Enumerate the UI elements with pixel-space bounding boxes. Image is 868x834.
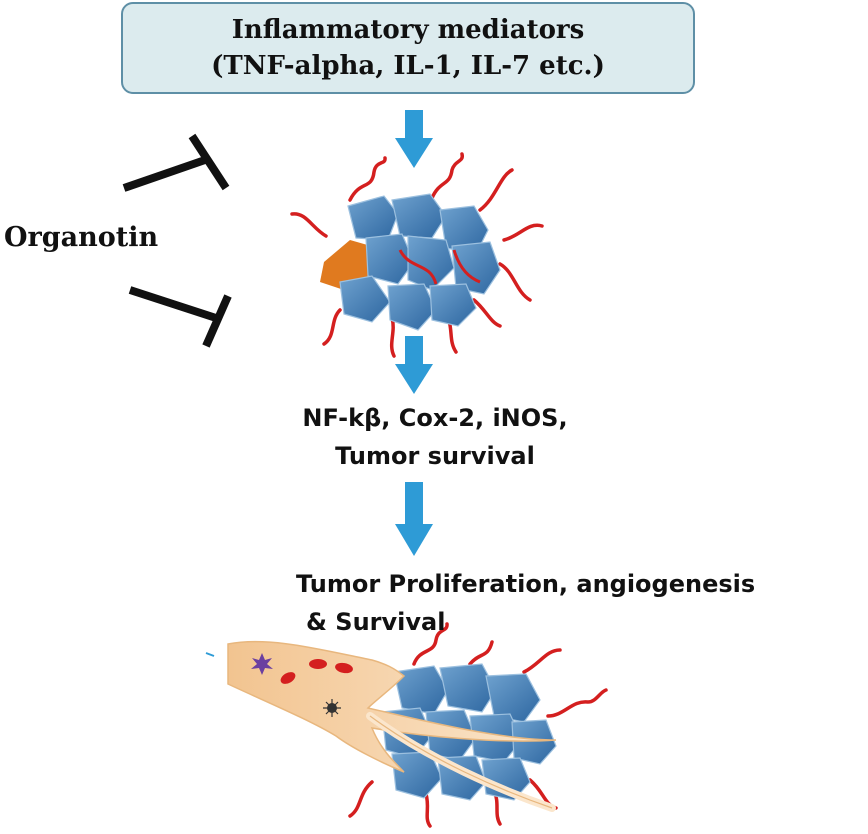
mediators-title: Inflammatory mediators xyxy=(231,15,585,45)
tumor-cluster-top xyxy=(290,152,544,358)
pathway-line-1: NF-kβ, Cox-2, iNOS, xyxy=(302,404,568,432)
outcome-line-2: & Survival xyxy=(306,608,446,636)
outcome-line-1: Tumor Proliferation, angiogenesis xyxy=(296,570,756,598)
mediators-examples: (TNF-alpha, IL-1, IL-7 etc.) xyxy=(211,51,605,81)
inhibition-bar-top xyxy=(122,133,230,192)
inflammatory-mediators-box: Inflammatory mediators (TNF-alpha, IL-1,… xyxy=(121,2,695,94)
down-arrow-1 xyxy=(395,110,433,168)
pathway-label: NF-kβ, Cox-2, iNOS, Tumor survival xyxy=(240,399,630,475)
organotin-label: Organotin xyxy=(4,222,159,253)
pathway-line-2: Tumor survival xyxy=(335,442,535,470)
down-arrow-2 xyxy=(395,336,433,394)
outcome-label: Tumor Proliferation, angiogenesis & Surv… xyxy=(296,565,755,641)
blood-vessel xyxy=(205,640,557,812)
down-arrow-3 xyxy=(395,482,433,556)
inhibition-bar-bottom xyxy=(128,286,232,348)
